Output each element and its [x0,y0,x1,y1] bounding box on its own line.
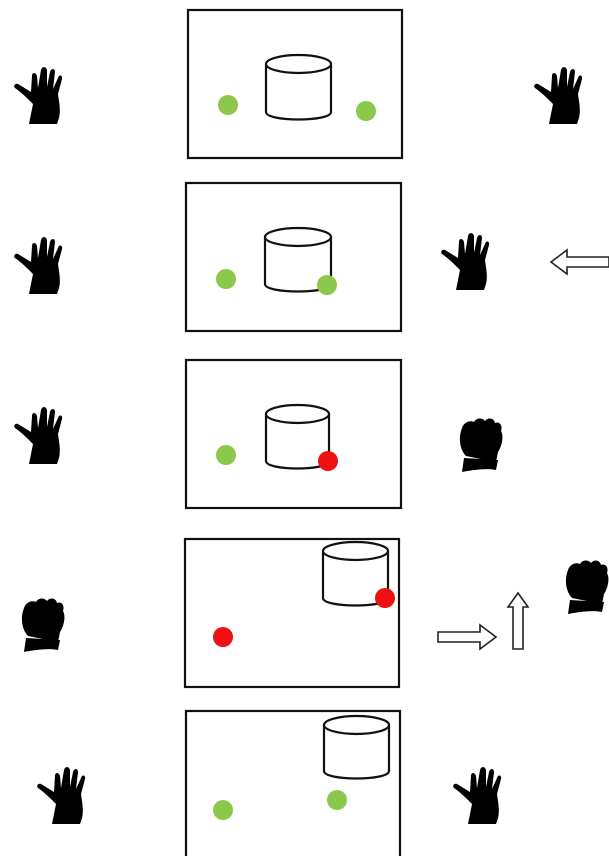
contact-point-green [213,800,233,820]
closed-fist-icon [460,418,503,472]
contact-point-green [356,101,376,121]
row-1 [14,10,582,158]
open-hand-icon [14,67,62,124]
contact-point-red [213,627,233,647]
open-hand-icon [441,233,489,290]
open-hand-icon [14,237,62,294]
open-hand-icon [37,767,85,824]
contact-point-green [327,790,347,810]
open-hand-icon [14,407,62,464]
contact-point-green [317,275,337,295]
cylinder [266,55,331,120]
contact-point-red [375,588,395,608]
closed-fist-icon [22,598,65,652]
cylinder [324,716,389,779]
row-4 [22,539,609,687]
open-hand-icon [534,67,582,124]
arrow-up-icon [508,593,528,649]
row-2 [14,183,609,331]
row-5 [37,711,501,856]
arrow-right-icon [438,625,496,649]
contact-point-red [318,451,338,471]
arrow-left-icon [551,250,609,274]
contact-point-green [218,95,238,115]
row-3 [14,360,502,508]
contact-point-green [216,269,236,289]
contact-point-green [216,445,236,465]
open-hand-icon [453,767,501,824]
closed-fist-icon [566,560,609,614]
